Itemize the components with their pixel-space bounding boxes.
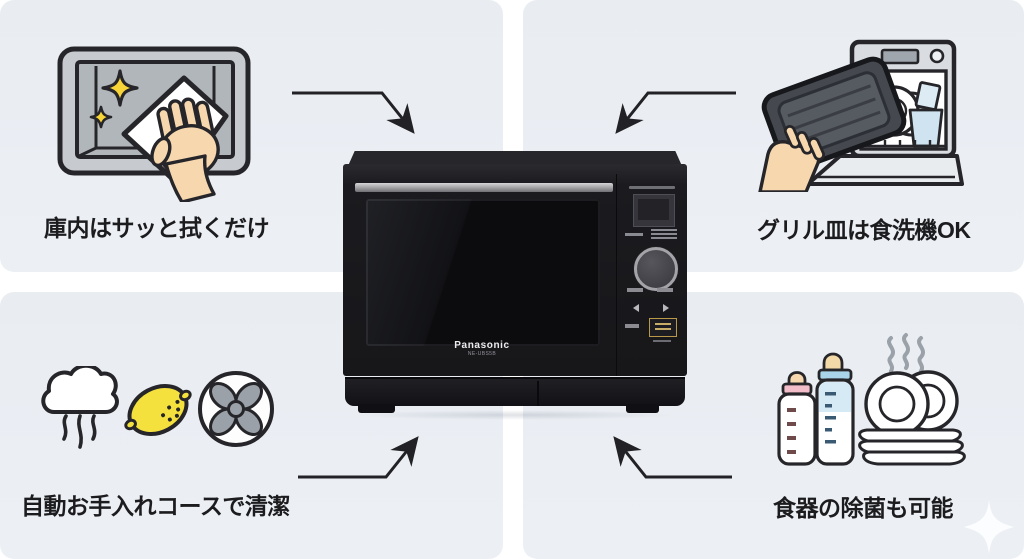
feature-label-grill-pan-dishwasher: グリル皿は食洗機OK [757,217,971,243]
product-shadow [352,410,678,420]
feature-label-auto-clean: 自動お手入れコースで清潔 [21,493,290,519]
fan-icon [198,371,274,447]
hand-icon [150,97,220,202]
wipe-interior-icon [57,46,251,202]
plates-icon [858,370,966,466]
lemon-icon [124,384,192,436]
door-window [366,199,600,346]
brand-block: Panasonic NE-UBS5B [351,340,613,358]
sparkle-large-icon [101,69,139,107]
feature-label-wipe-interior: 庫内はサッと拭くだけ [44,215,270,241]
grill-pan-dishwasher-icon [758,39,964,192]
foot-left [358,404,395,413]
sparkle-decoration-icon [964,500,1014,554]
button-label-4 [653,340,671,342]
door-handle [355,183,613,192]
dishwasher-door [806,154,964,186]
control-panel [616,174,686,376]
rotary-dial [634,247,678,291]
hand-icon [758,124,826,192]
panel-label-left [625,233,643,236]
display-screen [633,194,675,227]
right-arrow-button-icon [663,304,669,312]
sterilize-dishes-icon [777,333,966,466]
left-arrow-button-icon [633,304,639,312]
start-button-gold-outline [649,318,677,337]
baby-bottle-blue-icon [815,352,855,466]
model-number: NE-UBS5B [467,351,497,357]
sparkle-small-icon [89,105,113,129]
feature-label-sterilize: 食器の除菌も可能 [773,495,954,521]
brand-logo: Panasonic [454,340,510,351]
steam-lines-icon [887,333,925,373]
start-button-text [655,323,671,332]
glass-reflection [366,199,600,346]
panel-label-right [651,229,677,239]
foot-right [626,404,659,413]
base-drawer [345,377,685,406]
baby-bottle-pink-icon [777,371,817,466]
steam-icon [41,366,119,449]
display-inner [638,199,669,220]
microwave-top-face [348,151,682,166]
button-label-2 [657,288,673,292]
panel-caption-text [629,186,675,189]
button-label-1 [627,288,643,292]
auto-clean-icons [41,366,274,449]
button-label-3 [625,324,639,328]
drawer-seam [537,381,539,406]
